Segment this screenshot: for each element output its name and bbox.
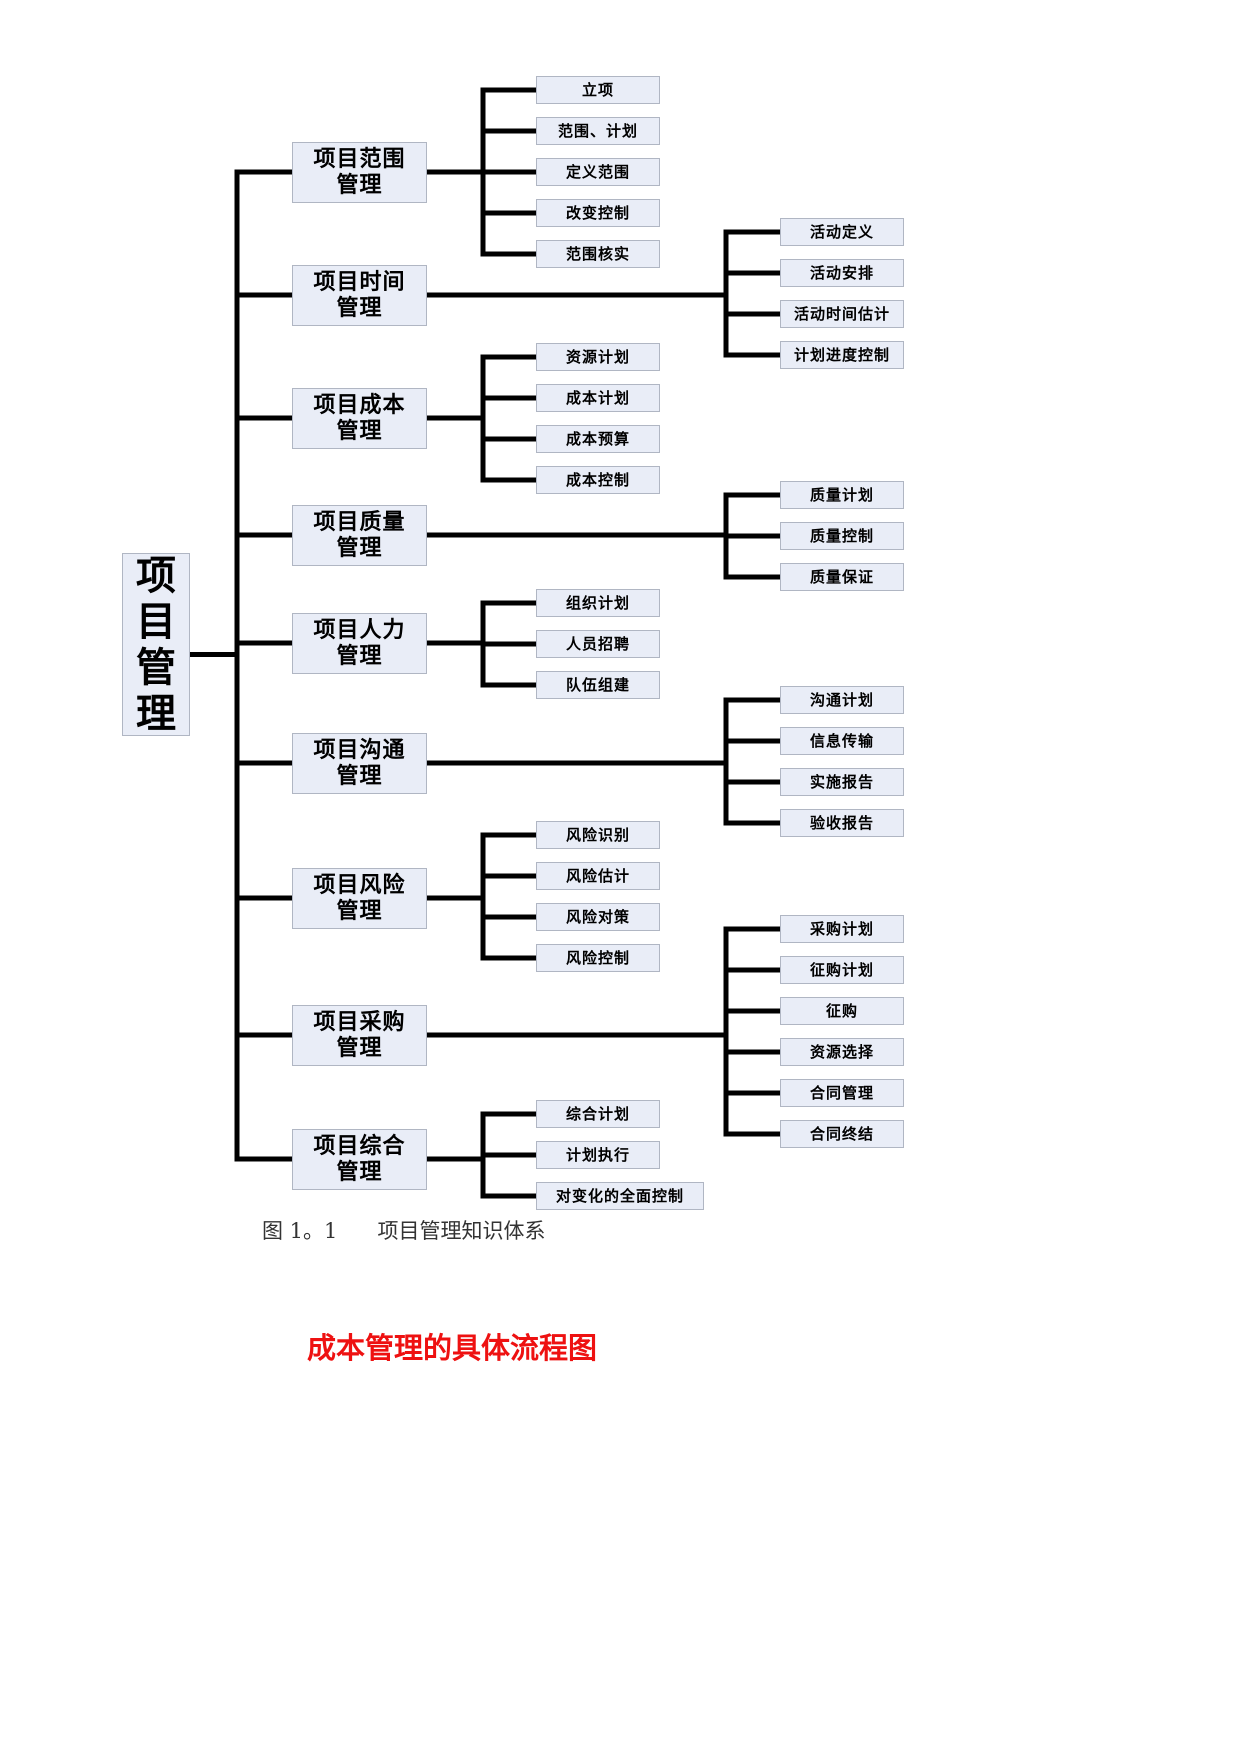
category-node: 项目成本管理 bbox=[292, 387, 427, 449]
leaf-node: 计划进度控制 bbox=[780, 341, 904, 369]
leaf-node: 活动时间估计 bbox=[780, 300, 904, 328]
leaf-node: 资源计划 bbox=[536, 343, 660, 371]
leaf-node: 综合计划 bbox=[536, 1100, 660, 1128]
leaf-node: 信息传输 bbox=[780, 727, 904, 755]
leaf-node: 定义范围 bbox=[536, 158, 660, 186]
root-node: 项目管理 bbox=[122, 551, 190, 737]
leaf-node: 队伍组建 bbox=[536, 671, 660, 699]
leaf-node: 沟通计划 bbox=[780, 686, 904, 714]
category-label-line2: 管理 bbox=[336, 643, 383, 669]
leaf-node: 质量保证 bbox=[780, 563, 904, 591]
category-label: 项目采购管理 bbox=[313, 1009, 405, 1061]
leaf-node: 验收报告 bbox=[780, 809, 904, 837]
category-label-line2: 管理 bbox=[336, 172, 383, 198]
category-node: 项目质量管理 bbox=[292, 504, 427, 566]
category-label-line2: 管理 bbox=[336, 295, 383, 321]
leaf-node: 采购计划 bbox=[780, 915, 904, 943]
leaf-node: 计划执行 bbox=[536, 1141, 660, 1169]
category-label: 项目沟通管理 bbox=[313, 737, 405, 789]
figure-caption: 图 1。1 项目管理知识体系 bbox=[262, 1219, 546, 1243]
category-label-line2: 管理 bbox=[336, 418, 383, 444]
leaf-node: 人员招聘 bbox=[536, 630, 660, 658]
category-label-line1: 项目采购 bbox=[313, 1009, 406, 1035]
category-label: 项目成本管理 bbox=[313, 392, 405, 444]
leaf-node: 成本控制 bbox=[536, 466, 660, 494]
category-label-line2: 管理 bbox=[336, 898, 383, 924]
category-label: 项目综合管理 bbox=[313, 1133, 405, 1185]
category-label: 项目质量管理 bbox=[313, 509, 405, 561]
leaf-node: 合同管理 bbox=[780, 1079, 904, 1107]
leaf-node: 合同终结 bbox=[780, 1120, 904, 1148]
category-label-line1: 项目成本 bbox=[313, 392, 406, 418]
leaf-node: 风险控制 bbox=[536, 944, 660, 972]
leaf-node: 资源选择 bbox=[780, 1038, 904, 1066]
category-label-line1: 项目综合 bbox=[313, 1133, 406, 1159]
root-label: 项目管理 bbox=[136, 551, 176, 737]
leaf-node: 征购计划 bbox=[780, 956, 904, 984]
category-label-line1: 项目人力 bbox=[313, 617, 406, 643]
category-label-line2: 管理 bbox=[336, 1159, 383, 1185]
section-heading: 成本管理的具体流程图 bbox=[307, 1331, 598, 1365]
leaf-node: 立项 bbox=[536, 76, 660, 104]
category-label-line1: 项目时间 bbox=[313, 269, 406, 295]
category-label-line1: 项目风险 bbox=[313, 872, 406, 898]
category-label: 项目范围管理 bbox=[313, 146, 405, 198]
category-label-line1: 项目沟通 bbox=[313, 737, 406, 763]
category-node: 项目采购管理 bbox=[292, 1004, 427, 1066]
leaf-node: 组织计划 bbox=[536, 589, 660, 617]
leaf-node: 成本计划 bbox=[536, 384, 660, 412]
category-node: 项目人力管理 bbox=[292, 612, 427, 674]
category-node: 项目范围管理 bbox=[292, 141, 427, 203]
leaf-node: 风险识别 bbox=[536, 821, 660, 849]
leaf-node: 活动定义 bbox=[780, 218, 904, 246]
category-label: 项目风险管理 bbox=[313, 872, 405, 924]
leaf-node: 质量控制 bbox=[780, 522, 904, 550]
category-label: 项目时间管理 bbox=[313, 269, 405, 321]
category-label-line2: 管理 bbox=[336, 535, 383, 561]
leaf-node: 范围、计划 bbox=[536, 117, 660, 145]
leaf-node: 范围核实 bbox=[536, 240, 660, 268]
leaf-node: 质量计划 bbox=[780, 481, 904, 509]
category-label: 项目人力管理 bbox=[313, 617, 405, 669]
category-label-line1: 项目范围 bbox=[313, 146, 406, 172]
category-node: 项目沟通管理 bbox=[292, 732, 427, 794]
category-node: 项目时间管理 bbox=[292, 264, 427, 326]
leaf-node: 征购 bbox=[780, 997, 904, 1025]
category-label-line1: 项目质量 bbox=[313, 509, 406, 535]
leaf-node: 活动安排 bbox=[780, 259, 904, 287]
leaf-node: 风险估计 bbox=[536, 862, 660, 890]
leaf-node: 对变化的全面控制 bbox=[536, 1182, 704, 1210]
leaf-node: 实施报告 bbox=[780, 768, 904, 796]
leaf-node: 风险对策 bbox=[536, 903, 660, 931]
category-label-line2: 管理 bbox=[336, 1035, 383, 1061]
leaf-node: 成本预算 bbox=[536, 425, 660, 453]
category-node: 项目综合管理 bbox=[292, 1128, 427, 1190]
category-node: 项目风险管理 bbox=[292, 867, 427, 929]
leaf-node: 改变控制 bbox=[536, 199, 660, 227]
category-label-line2: 管理 bbox=[336, 763, 383, 789]
